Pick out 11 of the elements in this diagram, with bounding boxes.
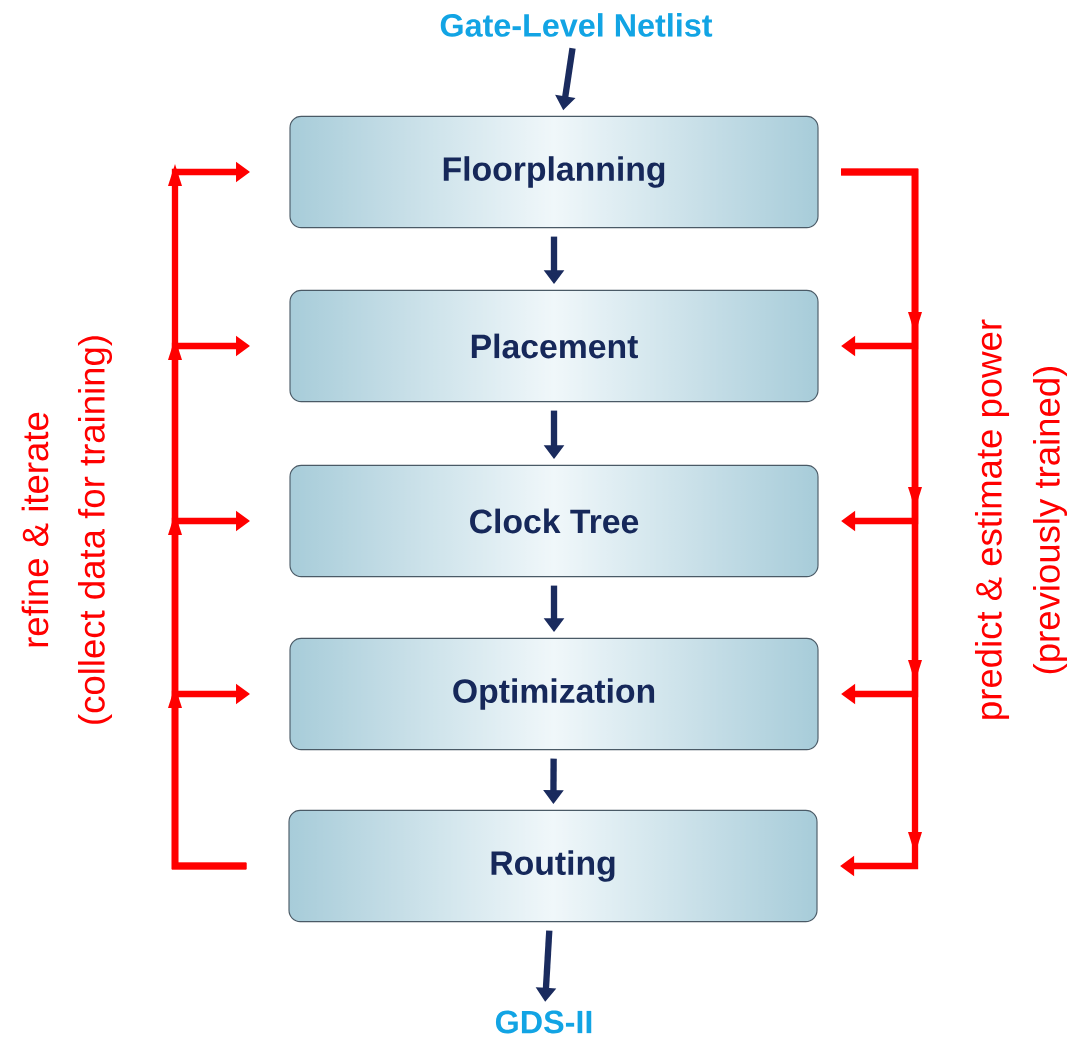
side-label: refine & iterate <box>21 412 49 647</box>
side-label: predict & estimate power <box>975 319 1010 719</box>
terminal-label: Gate-Level Netlist <box>440 13 713 37</box>
side-label: (collect data for training) <box>77 336 113 724</box>
process-box: Floorplanning <box>289 115 819 229</box>
process-box: Routing <box>288 809 818 923</box>
process-box: Placement <box>289 289 819 403</box>
terminal-label: GDS-II <box>495 1010 592 1034</box>
process-box: Optimization <box>289 637 819 751</box>
side-label: (previously trained) <box>1033 366 1067 674</box>
process-box: Clock Tree <box>289 464 819 578</box>
